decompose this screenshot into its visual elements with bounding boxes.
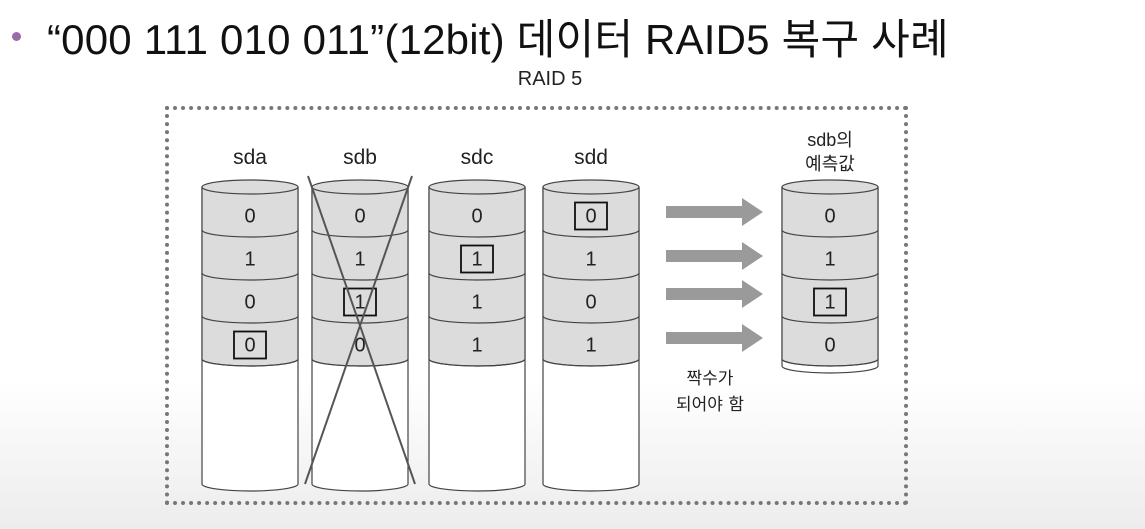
predicted-disk-sep-1	[781, 229, 879, 238]
disk-sdc-sep-4	[428, 358, 526, 367]
cross-line-b	[304, 175, 413, 485]
disk-sdd-value-0: 0	[585, 206, 596, 228]
arrow-3	[666, 324, 763, 352]
diagram-heading: RAID 5	[517, 68, 583, 90]
predicted-disk-value-2: 1	[824, 292, 835, 314]
parity-note-line1: 짝수가	[686, 369, 734, 389]
disk-label-sda: sda	[233, 146, 267, 169]
disk-sdb-value-0: 0	[354, 206, 365, 228]
disk-sda-value-0: 0	[244, 206, 255, 228]
predicted-disk-sep-3	[781, 315, 879, 324]
bullet-dot	[12, 31, 21, 41]
disk-sdd-value-3: 1	[585, 335, 596, 357]
raid-frame	[165, 106, 908, 505]
disk-sdc-sep-2	[428, 272, 526, 281]
disk-sdb-sep-4	[311, 358, 409, 367]
slide-title: “000 111 010 011”(12bit) 데이터 RAID5 복구 사례	[47, 15, 949, 63]
disk-sdd-sep-2	[542, 272, 640, 281]
slide-title-row: “000 111 010 011”(12bit) 데이터 RAID5 복구 사례	[12, 6, 949, 66]
disk-sdd-box-0	[574, 201, 608, 231]
predicted-disk-value-0: 0	[824, 206, 835, 228]
disk-label-sdb: sdb	[343, 146, 377, 169]
disk-sda-value-2: 0	[244, 292, 255, 314]
disk-sdb-value-1: 1	[354, 249, 365, 271]
predicted-label-line1: sdb의	[807, 130, 853, 150]
disk-sdd-top	[542, 179, 640, 195]
disk-sdc-value-0: 0	[471, 206, 482, 228]
cross-line-a	[307, 175, 416, 485]
disk-sda-sep-3	[201, 315, 299, 324]
disk-sdc-box-1	[460, 244, 494, 274]
disk-sda-value-3: 0	[244, 335, 255, 357]
disk-sdb-box-2	[343, 287, 377, 317]
predicted-disk-box-2	[813, 287, 847, 317]
disk-sdb-top	[311, 179, 409, 195]
disk-sdb-sep-2	[311, 272, 409, 281]
predicted-disk-value-3: 0	[824, 335, 835, 357]
disk-sdc-value-3: 1	[471, 335, 482, 357]
parity-note: 짝수가 되어야 함	[650, 366, 770, 418]
disk-sdc-top	[428, 179, 526, 195]
disk-sda-box-3	[233, 330, 267, 360]
disk-sdd-sep-4	[542, 358, 640, 367]
disk-sda-sep-4	[201, 358, 299, 367]
disk-sda-top	[201, 179, 299, 195]
disk-sdc-sep-1	[428, 229, 526, 238]
disk-sdd-sep-1	[542, 229, 640, 238]
predicted-disk-top	[781, 179, 879, 195]
disk-sdc-value-2: 1	[471, 292, 482, 314]
disk-sda-value-1: 1	[244, 249, 255, 271]
arrow-0	[666, 198, 763, 226]
disk-sdd-sep-3	[542, 315, 640, 324]
parity-note-line2: 되어야 함	[676, 395, 744, 415]
predicted-disk-value-1: 1	[824, 249, 835, 271]
predicted-label: sdb의 예측값	[780, 128, 880, 176]
disk-sdb-sep-1	[311, 229, 409, 238]
disk-label-sdc: sdc	[460, 146, 494, 169]
predicted-disk-sep-2	[781, 272, 879, 281]
disk-sdb-value-2: 1	[354, 292, 365, 314]
disk-sdc-sep-3	[428, 315, 526, 324]
arrow-1	[666, 242, 763, 270]
disk-sdc-value-1: 1	[471, 249, 482, 271]
disk-sdd-value-2: 0	[585, 292, 596, 314]
disk-sdb-value-3: 0	[354, 335, 365, 357]
disk-sda-sep-1	[201, 229, 299, 238]
arrow-2	[666, 280, 763, 308]
disk-sdd-value-1: 1	[585, 249, 596, 271]
disk-sda-sep-2	[201, 272, 299, 281]
disk-label-sdd: sdd	[574, 146, 608, 169]
predicted-label-line2: 예측값	[805, 154, 855, 174]
predicted-disk-sep-4	[781, 358, 879, 367]
